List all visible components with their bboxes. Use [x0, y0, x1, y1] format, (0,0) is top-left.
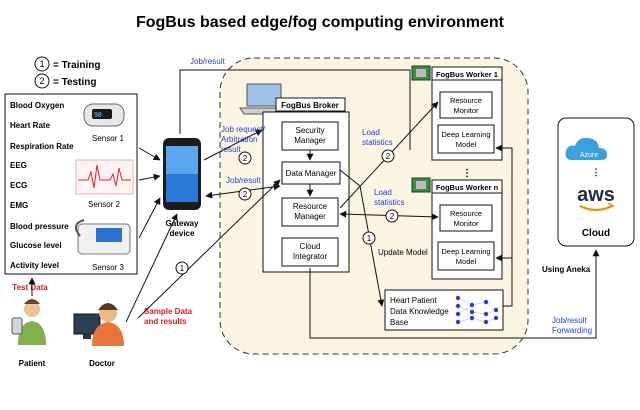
step-2-marker: 2 [243, 154, 248, 163]
resource-manager-line2: Manager [294, 212, 326, 221]
sensor-item-label: Blood Oxygen [10, 101, 64, 110]
raspberry-pi-icon [411, 65, 431, 81]
knowledge-base-line2: Data Knowledge [390, 307, 449, 316]
gateway-label-line2: device [170, 229, 195, 238]
sensor-item-label: ECG [10, 181, 27, 190]
sensor-item-label: Blood pressure [10, 222, 69, 231]
sensor-item-label: Heart Rate [10, 121, 51, 130]
sample-data-line2: and results [144, 317, 187, 326]
sensor-item-label: Activity level [10, 261, 59, 270]
worker-n-resource-monitor [439, 204, 493, 232]
using-aneka-label: Using Aneka [542, 265, 591, 274]
job-request-line2: Arbitration [221, 135, 257, 144]
step-2-marker: 2 [243, 190, 248, 199]
step-1-marker: 1 [180, 264, 185, 273]
forwarding-line2: Forwarding [552, 326, 592, 335]
legend-one-number: 1 [39, 59, 44, 69]
worker-n-dl-line1: Deep Learning [441, 247, 490, 256]
security-manager-line2: Manager [294, 136, 326, 145]
azure-label: Azure [580, 152, 598, 159]
gateway-label-line1: Gateway [166, 219, 199, 228]
worker-n-dl-line2: Model [456, 257, 477, 266]
job-result-mid-label: Job/result [226, 176, 261, 185]
step-1-marker: 1 [367, 234, 372, 243]
worker-n-dl-model [437, 241, 495, 271]
sensor-item-label: EMG [10, 201, 28, 210]
update-model-label: Update Model [378, 248, 428, 257]
worker-n-resource-line2: Monitor [453, 219, 479, 228]
legend-two-number: 2 [39, 76, 44, 86]
neural-network-icon [455, 295, 499, 325]
forwarding-line1: Job/result [552, 316, 587, 325]
cloud-box [557, 117, 635, 247]
smartphone-icon [163, 138, 201, 210]
step-markers: 2 2 1 2 2 1 [175, 149, 399, 275]
step-2-marker: 2 [386, 152, 391, 161]
worker-1-resource-line1: Resource [450, 96, 482, 105]
aws-logo: aws [577, 184, 615, 206]
cloud-label: Cloud [582, 228, 610, 239]
worker-1-dl-line1: Deep Learning [441, 130, 490, 139]
job-result-top-label: Job/result [190, 57, 225, 66]
legend: 1 = Training 2 = Testing [34, 56, 101, 89]
doctor-label: Doctor [89, 359, 115, 368]
worker-1-dl-model [437, 124, 495, 154]
load-statistics-n-line1: Load [374, 188, 392, 197]
worker-1-title: FogBus Worker 1 [436, 70, 498, 79]
azure-cloud-icon [565, 137, 607, 160]
cloud-integrator-box [281, 237, 339, 267]
data-manager-box [281, 161, 341, 185]
data-manager-label: Data Manager [286, 169, 337, 178]
load-statistics-1-line1: Load [362, 128, 380, 137]
cloud-ellipsis: ⋮ [592, 167, 601, 177]
worker-n-resource-line1: Resource [450, 209, 482, 218]
worker-1-resource-line2: Monitor [453, 106, 479, 115]
step-2-marker: 2 [390, 212, 395, 221]
sensor-item-label: Glucose level [10, 241, 62, 250]
worker-1-resource-monitor [439, 91, 493, 119]
diagram-title: FogBus based edge/fog computing environm… [136, 14, 505, 31]
resource-manager-box [281, 197, 339, 227]
doctor-icon [73, 303, 124, 346]
connectors [28, 69, 600, 339]
load-statistics-n-line2: statistics [374, 198, 405, 207]
raspberry-pi-icon [411, 177, 431, 193]
patient-label: Patient [19, 359, 46, 368]
cloud-integrator-line2: Integrator [293, 252, 328, 261]
ecg-strip-icon [75, 159, 134, 195]
sensor-2-label: Sensor 2 [88, 200, 121, 209]
sensor-item-label: Respiration Rate [10, 142, 74, 151]
sample-data-line1: Sample Data [144, 307, 193, 316]
worker-n-title: FogBus Worker n [436, 183, 499, 192]
sensor-1-label: Sensor 1 [92, 134, 125, 143]
broker-title: FogBus Broker [281, 101, 339, 110]
job-request-line1: Job request/ [221, 125, 266, 134]
test-data-label: Test Data [12, 283, 48, 292]
blood-pressure-monitor-icon [74, 219, 131, 255]
patient-icon [11, 299, 46, 345]
workers-ellipsis: ⋮ [462, 168, 472, 179]
knowledge-base-line3: Base [390, 318, 409, 327]
load-statistics-1-line2: statistics [362, 138, 393, 147]
worker-1-dl-line2: Model [456, 140, 477, 149]
pulse-oximeter-icon: 98 [83, 103, 125, 127]
legend-training: = Training [53, 60, 101, 71]
knowledge-base-line1: Heart Patient [390, 296, 437, 305]
sensor-3-label: Sensor 3 [92, 263, 125, 272]
legend-testing: = Testing [53, 77, 96, 88]
job-request-line3: result [221, 145, 241, 154]
sensor-item-label: EEG [10, 161, 27, 170]
resource-manager-line1: Resource [293, 202, 328, 211]
cloud-integrator-line1: Cloud [300, 242, 321, 251]
svg-text:98: 98 [94, 112, 102, 119]
knowledge-base-box [384, 289, 504, 331]
security-manager-line1: Security [296, 126, 325, 135]
